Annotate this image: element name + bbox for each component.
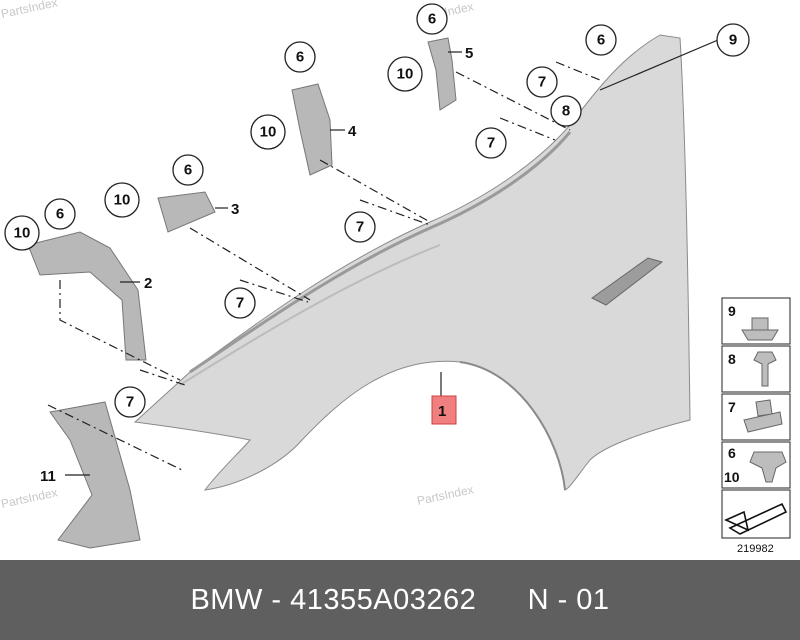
legend-label-7: 7 — [728, 399, 736, 415]
svg-text:7: 7 — [236, 295, 244, 312]
main-part-label-box — [431, 395, 457, 425]
clip-nut-icon — [741, 317, 779, 341]
svg-text:6: 6 — [296, 49, 304, 66]
spring-clip-icon — [743, 399, 783, 433]
svg-text:6: 6 — [428, 11, 436, 28]
footer-gap — [476, 584, 527, 617]
callout-9: 9 — [716, 23, 750, 57]
callout-10-top: 10 — [387, 56, 423, 92]
callout-11: 11 — [40, 468, 56, 485]
callout-7-m1: 7 — [344, 211, 376, 243]
dash-mid — [189, 227, 311, 301]
dash-r2 — [499, 117, 556, 141]
hex-bolt-icon — [749, 451, 787, 483]
legend-label-10: 10 — [724, 469, 740, 485]
callout-6-left: 6 — [44, 198, 76, 230]
callout-7-r2: 7 — [475, 127, 507, 159]
bracket-2 — [27, 231, 147, 361]
callout-8: 8 — [550, 95, 582, 127]
svg-text:6: 6 — [184, 162, 192, 179]
parts-diagram: PartsIndex PartsIndex PartsIndex PartsIn… — [0, 0, 791, 555]
dash-left — [59, 280, 181, 381]
dash-top — [455, 71, 571, 131]
footer-ref: N - 01 — [527, 583, 610, 616]
callout-5: 5 — [465, 45, 473, 62]
dash-m2 — [239, 279, 309, 303]
callout-4: 4 — [348, 123, 357, 140]
callout-7-low: 7 — [114, 386, 146, 418]
svg-text:9: 9 — [729, 32, 737, 49]
diagram-number: 219982 — [737, 543, 774, 555]
footer-part-number: 41355A03262 — [290, 583, 477, 616]
part-footer: BMW - 41355A03262 N - 01 — [0, 560, 800, 640]
fender-panel — [133, 34, 691, 491]
watermark-top: PartsIndex — [0, 0, 59, 21]
dash-nw — [319, 159, 431, 223]
bracket-4 — [291, 83, 333, 176]
callout-10-left: 10 — [4, 215, 40, 251]
bracket-11 — [49, 401, 141, 549]
bolt-icon — [753, 351, 777, 387]
leader-9 — [599, 39, 719, 91]
bracket-3 — [157, 191, 216, 233]
svg-text:7: 7 — [356, 219, 364, 236]
callout-6-nw: 6 — [284, 41, 316, 73]
legend-row-8 — [721, 345, 791, 393]
footer-separator: - — [262, 583, 291, 616]
callout-10-mid: 10 — [104, 182, 140, 218]
footer-brand: BMW — [190, 583, 263, 616]
callout-6-right: 6 — [585, 24, 617, 56]
dash-11 — [47, 404, 183, 471]
watermark-center: PartsIndex — [416, 482, 475, 508]
callout-7-m2: 7 — [224, 287, 256, 319]
legend-label-6: 6 — [728, 445, 736, 461]
legend-label-9: 9 — [728, 303, 736, 319]
main-part-label: 1 — [438, 403, 446, 420]
dash-m1 — [359, 199, 431, 226]
watermark-left: PartsIndex — [0, 485, 59, 511]
svg-text:7: 7 — [487, 135, 495, 152]
svg-text:10: 10 — [397, 66, 414, 83]
callout-6-mid: 6 — [172, 154, 204, 186]
svg-text:10: 10 — [114, 192, 131, 209]
legend-label-8: 8 — [728, 351, 736, 367]
bracket-5 — [427, 37, 457, 111]
callout-3: 3 — [231, 201, 239, 218]
callout-10-nw: 10 — [250, 114, 286, 150]
dash-low — [139, 369, 186, 386]
callout-2: 2 — [144, 275, 152, 292]
dash-right — [555, 61, 601, 81]
svg-text:6: 6 — [56, 206, 64, 223]
svg-text:6: 6 — [597, 32, 605, 49]
arrow-icon — [724, 502, 788, 535]
callout-7-r1: 7 — [526, 66, 558, 98]
svg-text:10: 10 — [260, 124, 277, 141]
legend: 9 8 7 6 10 219982 — [721, 297, 791, 555]
callout-6-top: 6 — [416, 3, 448, 35]
svg-text:10: 10 — [14, 225, 31, 242]
svg-text:8: 8 — [562, 103, 570, 120]
svg-text:7: 7 — [126, 394, 134, 411]
svg-text:7: 7 — [538, 74, 546, 91]
